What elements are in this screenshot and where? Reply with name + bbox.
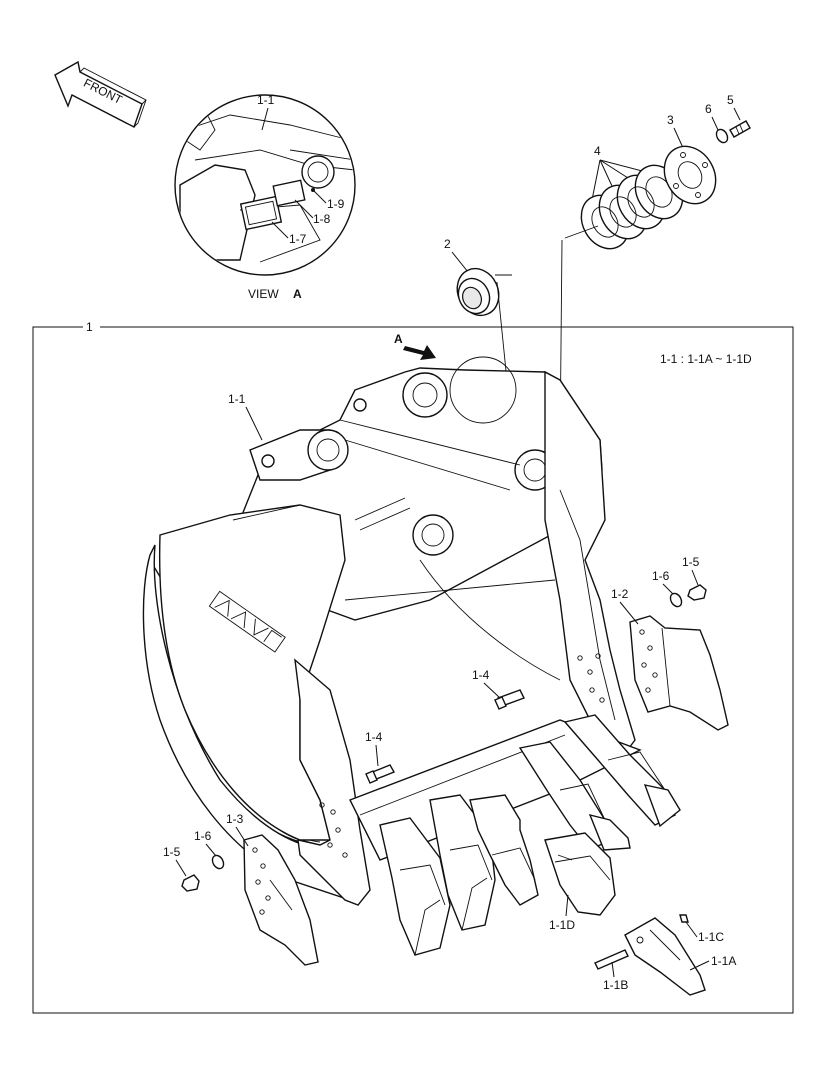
assembly-note: 1-1 : 1-1A ~ 1-1D bbox=[660, 352, 752, 366]
bucket-teeth bbox=[379, 714, 681, 956]
callout-1-4-right: 1-4 bbox=[472, 668, 490, 682]
view-a-detail: 1-1 1-9 1-8 1-7 VIEW A bbox=[174, 93, 356, 301]
bucket-body bbox=[142, 356, 642, 906]
callout-1-7: 1-7 bbox=[289, 232, 307, 246]
part-1-4-bolt-left bbox=[365, 764, 396, 784]
part-3-plate: 3 bbox=[663, 113, 717, 205]
callout-1-1-view: 1-1 bbox=[257, 93, 275, 107]
callout-1-4-left: 1-4 bbox=[365, 730, 383, 744]
callout-1-6-left-text: 1-6 bbox=[194, 829, 212, 843]
part-1-6-washer-left bbox=[211, 854, 225, 870]
callout-5: 5 bbox=[727, 93, 734, 107]
callout-1-3: 1-3 bbox=[226, 812, 244, 826]
part-4-shims: 4 bbox=[559, 144, 684, 451]
callout-1-6-right: 1-6 bbox=[652, 569, 670, 583]
callout-4: 4 bbox=[594, 144, 601, 158]
tooth bbox=[518, 741, 631, 851]
callout-3: 3 bbox=[667, 113, 674, 127]
view-letter: A bbox=[293, 287, 302, 301]
callout-2: 2 bbox=[444, 237, 451, 251]
tooth bbox=[469, 794, 539, 906]
tooth-1-1d-adapter bbox=[544, 832, 616, 916]
callout-1-1c: 1-1C bbox=[698, 930, 724, 944]
part-1-2-side-cutter bbox=[629, 615, 729, 731]
callout-1-9: 1-9 bbox=[327, 197, 345, 211]
exploded-tooth bbox=[594, 914, 706, 996]
callout-1-5-left: 1-5 bbox=[163, 845, 181, 859]
view-direction-arrow-icon: A bbox=[394, 332, 436, 360]
front-arrow-icon: FRONT bbox=[54, 60, 147, 128]
part-1-3-side-cutter bbox=[243, 834, 319, 966]
brand-logo bbox=[208, 590, 286, 653]
part-1-4-bolt-right bbox=[494, 689, 525, 710]
assembly-number: 1 bbox=[86, 320, 93, 334]
callout-1-8: 1-8 bbox=[313, 212, 331, 226]
callout-1-1a: 1-1A bbox=[711, 954, 736, 968]
tooth bbox=[563, 714, 681, 828]
callout-1-2: 1-2 bbox=[611, 587, 629, 601]
part-6-washer: 6 bbox=[705, 102, 729, 144]
callout-1-1d: 1-1D bbox=[549, 918, 575, 932]
callout-6: 6 bbox=[705, 102, 712, 116]
part-2-plug: 2 bbox=[444, 237, 516, 461]
view-caption: VIEW bbox=[248, 287, 279, 301]
part-1-5-nut-right bbox=[687, 584, 707, 601]
tooth bbox=[379, 817, 451, 956]
assembly-frame: 1 1-1 : 1-1A ~ 1-1D bbox=[32, 320, 794, 1014]
main-callouts: 1-1 1-2 1-5 1-6 1-4 1-4 1-3 1-6 1-5 1-1D… bbox=[163, 392, 736, 992]
callout-1-5-right: 1-5 bbox=[682, 555, 700, 569]
callout-1-1: 1-1 bbox=[228, 392, 246, 406]
part-5-bolt: 5 bbox=[727, 93, 751, 138]
view-arrow-letter: A bbox=[394, 332, 403, 346]
part-1-6-washer-right bbox=[669, 592, 683, 608]
part-1-5-nut-left bbox=[181, 874, 200, 892]
callout-1-1b: 1-1B bbox=[603, 978, 628, 992]
